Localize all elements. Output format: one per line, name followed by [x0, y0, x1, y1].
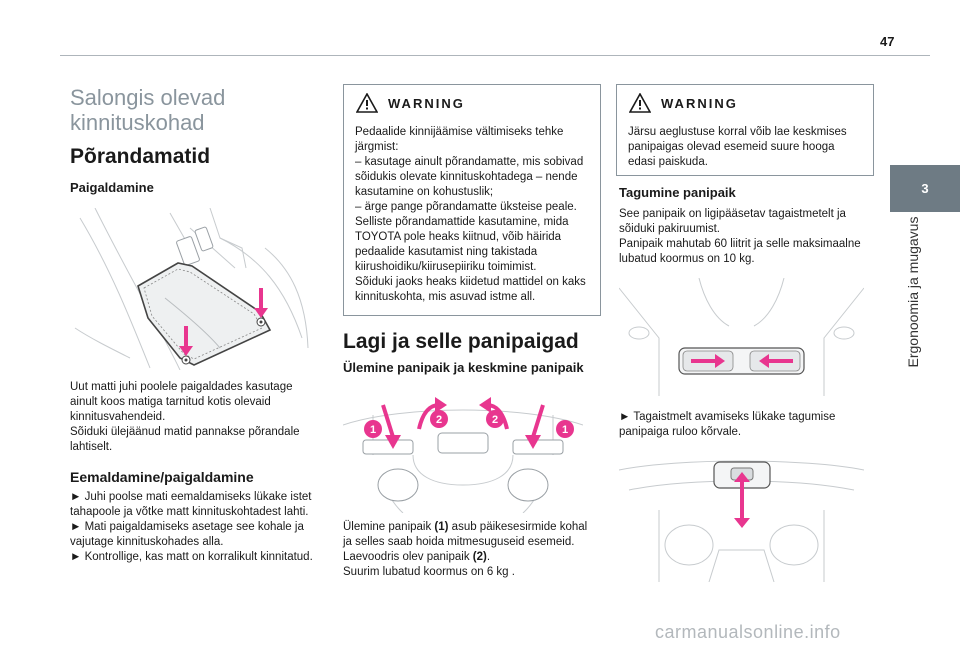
- sub-installation: Paigaldamine: [70, 180, 154, 195]
- callout-badge-1: [364, 420, 382, 438]
- floor-mat-illustration: [70, 208, 310, 370]
- rear-storage-illustration: [619, 278, 864, 396]
- chapter-tab: 3: [890, 165, 960, 212]
- left-right-arrow-icon: [759, 354, 793, 368]
- warning-box-mats: WARNING Pedaalide kinnijäämise vältimise…: [343, 84, 601, 316]
- chapter-title-text: Ergonoomia ja mugavus: [905, 216, 921, 368]
- callout-badge-1: [556, 420, 574, 438]
- install-paragraph: Uut matti juhi poolele paigaldades kasut…: [70, 381, 300, 453]
- watermark: carmanualsonline.info: [655, 622, 841, 642]
- page-number: 47: [880, 34, 895, 49]
- up-arrow-icon: [734, 472, 750, 528]
- callout-label: 2: [436, 414, 442, 426]
- warning-box-roof: WARNING Järsu aeglustuse korral võib lae…: [616, 84, 874, 176]
- warning-title: WARNING: [661, 95, 738, 111]
- heading-floor-mats: Põrandamatid: [70, 145, 211, 168]
- down-arrow-icon: [179, 326, 193, 356]
- sub-rear-storage: Tagumine panipaik: [619, 185, 736, 200]
- left-right-arrow-icon: [691, 354, 725, 368]
- warning-triangle-icon: [629, 93, 651, 113]
- callout-label: 1: [562, 424, 568, 436]
- callout-label: 1: [370, 424, 376, 436]
- rear-storage-paragraph: See panipaik on ligipääsetav tagaistmete…: [619, 208, 861, 265]
- heading-roof-storage: Lagi ja selle panipaigad: [343, 330, 579, 353]
- warning-triangle-icon: [356, 93, 378, 113]
- section-title: Salongis olevad kinnituskohad: [70, 85, 226, 135]
- warning-text: Järsu aeglustuse korral võib lae keskmis…: [628, 126, 847, 168]
- header-rule: [60, 55, 930, 56]
- warning-title: WARNING: [388, 95, 465, 111]
- sub-upper-middle: Ülemine panipaik ja keskmine panipaik: [343, 360, 584, 375]
- removal-paragraph: ► Juhi poolse mati eemaldamiseks lükake …: [70, 491, 313, 563]
- down-arrow-icon: [254, 288, 268, 318]
- callout-badge-2: [430, 410, 448, 428]
- chapter-title-vertical: Ergonoomia ja mugavus: [905, 212, 925, 372]
- roof-storage-paragraph: Ülemine panipaik (1) asub päikesesirmide…: [343, 521, 588, 578]
- warning-text: Pedaalide kinnijäämise vältimiseks tehke…: [355, 126, 586, 303]
- roof-storage-illustration: 1 2 2 1: [343, 385, 583, 513]
- rear-open-paragraph: ► Tagaistmelt avamiseks lükake tagumise …: [619, 411, 836, 438]
- callout-label: 2: [492, 414, 498, 426]
- sub-removal: Eemaldamine/paigaldamine: [70, 469, 254, 485]
- callout-badge-2: [486, 410, 504, 428]
- rear-shelf-illustration: [619, 450, 864, 582]
